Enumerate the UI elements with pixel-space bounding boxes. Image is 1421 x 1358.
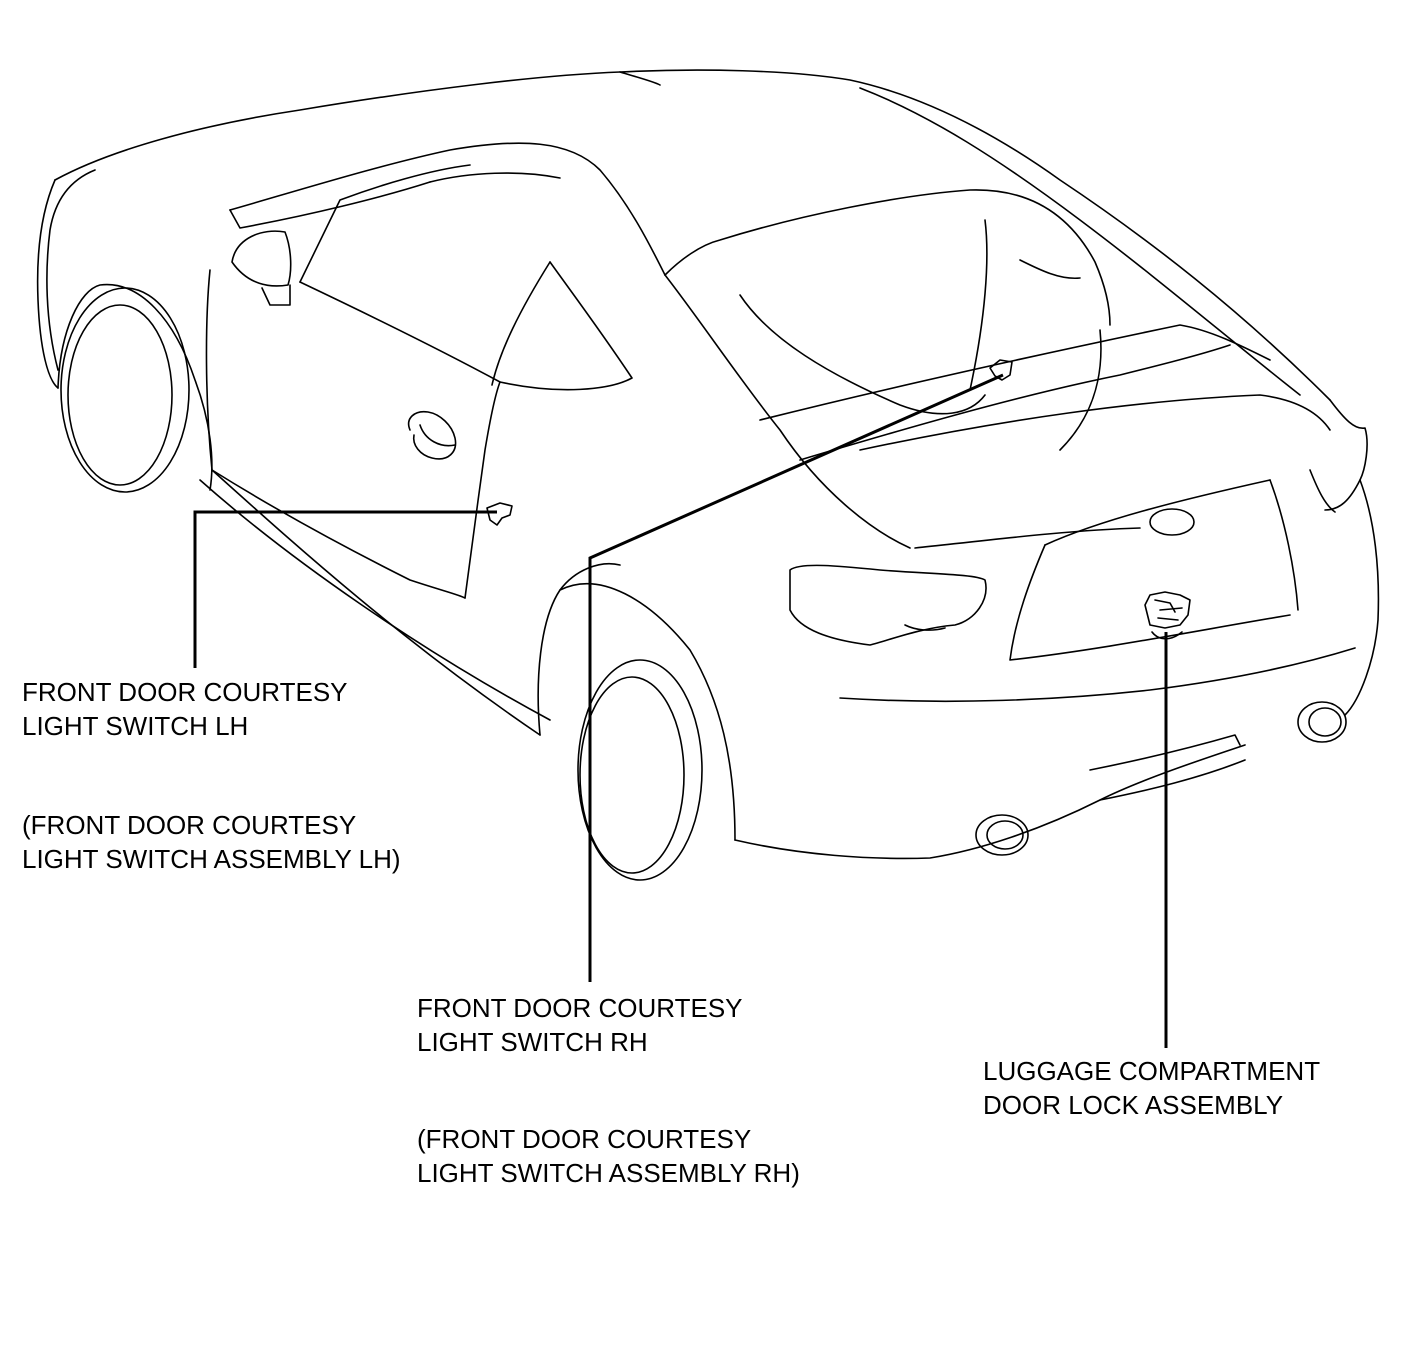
label-front-door-courtesy-switch-lh: FRONT DOOR COURTESY LIGHT SWITCH LH <box>22 675 348 743</box>
label-luggage-compartment-door-lock: LUGGAGE COMPARTMENT DOOR LOCK ASSEMBLY <box>983 1054 1320 1122</box>
label-front-door-courtesy-switch-assembly-lh: (FRONT DOOR COURTESY LIGHT SWITCH ASSEMB… <box>22 808 401 876</box>
label-lh-line2: LIGHT SWITCH LH <box>22 711 249 741</box>
car-outline <box>36 69 1380 881</box>
label-rh-line2: LIGHT SWITCH RH <box>417 1027 648 1057</box>
label-rh-line1: FRONT DOOR COURTESY <box>417 993 743 1023</box>
label-front-door-courtesy-switch-rh: FRONT DOOR COURTESY LIGHT SWITCH RH <box>417 991 743 1059</box>
leader-line-rh <box>588 373 1004 982</box>
label-rh-alt1: (FRONT DOOR COURTESY <box>417 1124 752 1154</box>
leader-lines <box>193 373 1168 1048</box>
label-front-door-courtesy-switch-assembly-rh: (FRONT DOOR COURTESY LIGHT SWITCH ASSEMB… <box>417 1122 800 1190</box>
label-lock-line2: DOOR LOCK ASSEMBLY <box>983 1090 1284 1120</box>
label-lh-alt1: (FRONT DOOR COURTESY <box>22 810 357 840</box>
label-lock-line1: LUGGAGE COMPARTMENT <box>983 1056 1321 1086</box>
label-lh-alt2: LIGHT SWITCH ASSEMBLY LH) <box>22 844 401 874</box>
leader-line-lh <box>193 510 497 668</box>
label-lh-line1: FRONT DOOR COURTESY <box>22 677 348 707</box>
label-rh-alt2: LIGHT SWITCH ASSEMBLY RH) <box>417 1158 800 1188</box>
